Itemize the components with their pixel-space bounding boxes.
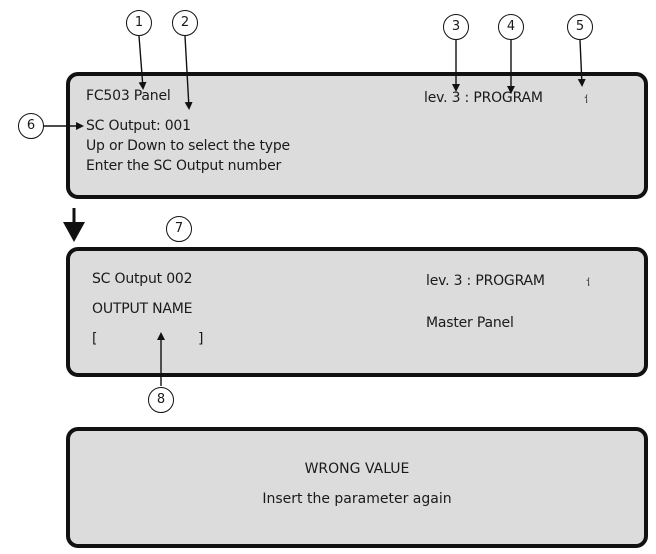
error-title: WRONG VALUE: [304, 461, 410, 477]
callout-5-line: [577, 39, 586, 87]
callout-7: 7: [166, 216, 192, 242]
hint-line-2: Enter the SC Output number: [86, 158, 282, 174]
level-indicator: lev. 3 : PROGRAM: [424, 90, 543, 106]
output-title: SC Output 002: [92, 271, 193, 287]
flow-arrow-down: [63, 208, 85, 242]
callout-3: 3: [443, 14, 469, 40]
error-message: Insert the parameter again: [262, 491, 452, 507]
name-field-open-bracket: [: [92, 331, 98, 347]
lcd-screen-program: FC503 Panel lev. 3 : PROGRAM ⸶ SC Output…: [66, 72, 648, 199]
lcd-screen-output-name: SC Output 002 lev. 3 : PROGRAM ⸶ OUTPUT …: [66, 247, 648, 377]
antenna-icon: ⸶: [586, 276, 591, 289]
output-name-label: OUTPUT NAME: [92, 301, 193, 317]
antenna-icon: ⸶: [584, 93, 589, 106]
sc-output-line: SC Output: 001: [86, 118, 191, 134]
hint-line-1: Up or Down to select the type: [86, 138, 290, 154]
master-panel-label: Master Panel: [426, 315, 514, 331]
name-field-close-bracket: ]: [198, 331, 204, 347]
callout-2: 2: [172, 10, 198, 36]
lcd-screen-error: WRONG VALUE Insert the parameter again: [66, 427, 648, 548]
callout-1-line: [138, 35, 147, 90]
callout-1: 1: [126, 10, 152, 36]
callout-2-line: [184, 35, 193, 110]
panel-name: FC503 Panel: [86, 88, 171, 104]
callout-4: 4: [498, 14, 524, 40]
level-indicator: lev. 3 : PROGRAM: [426, 273, 545, 289]
callout-8: 8: [148, 387, 174, 413]
callout-5: 5: [567, 14, 593, 40]
callout-6: 6: [18, 113, 44, 139]
